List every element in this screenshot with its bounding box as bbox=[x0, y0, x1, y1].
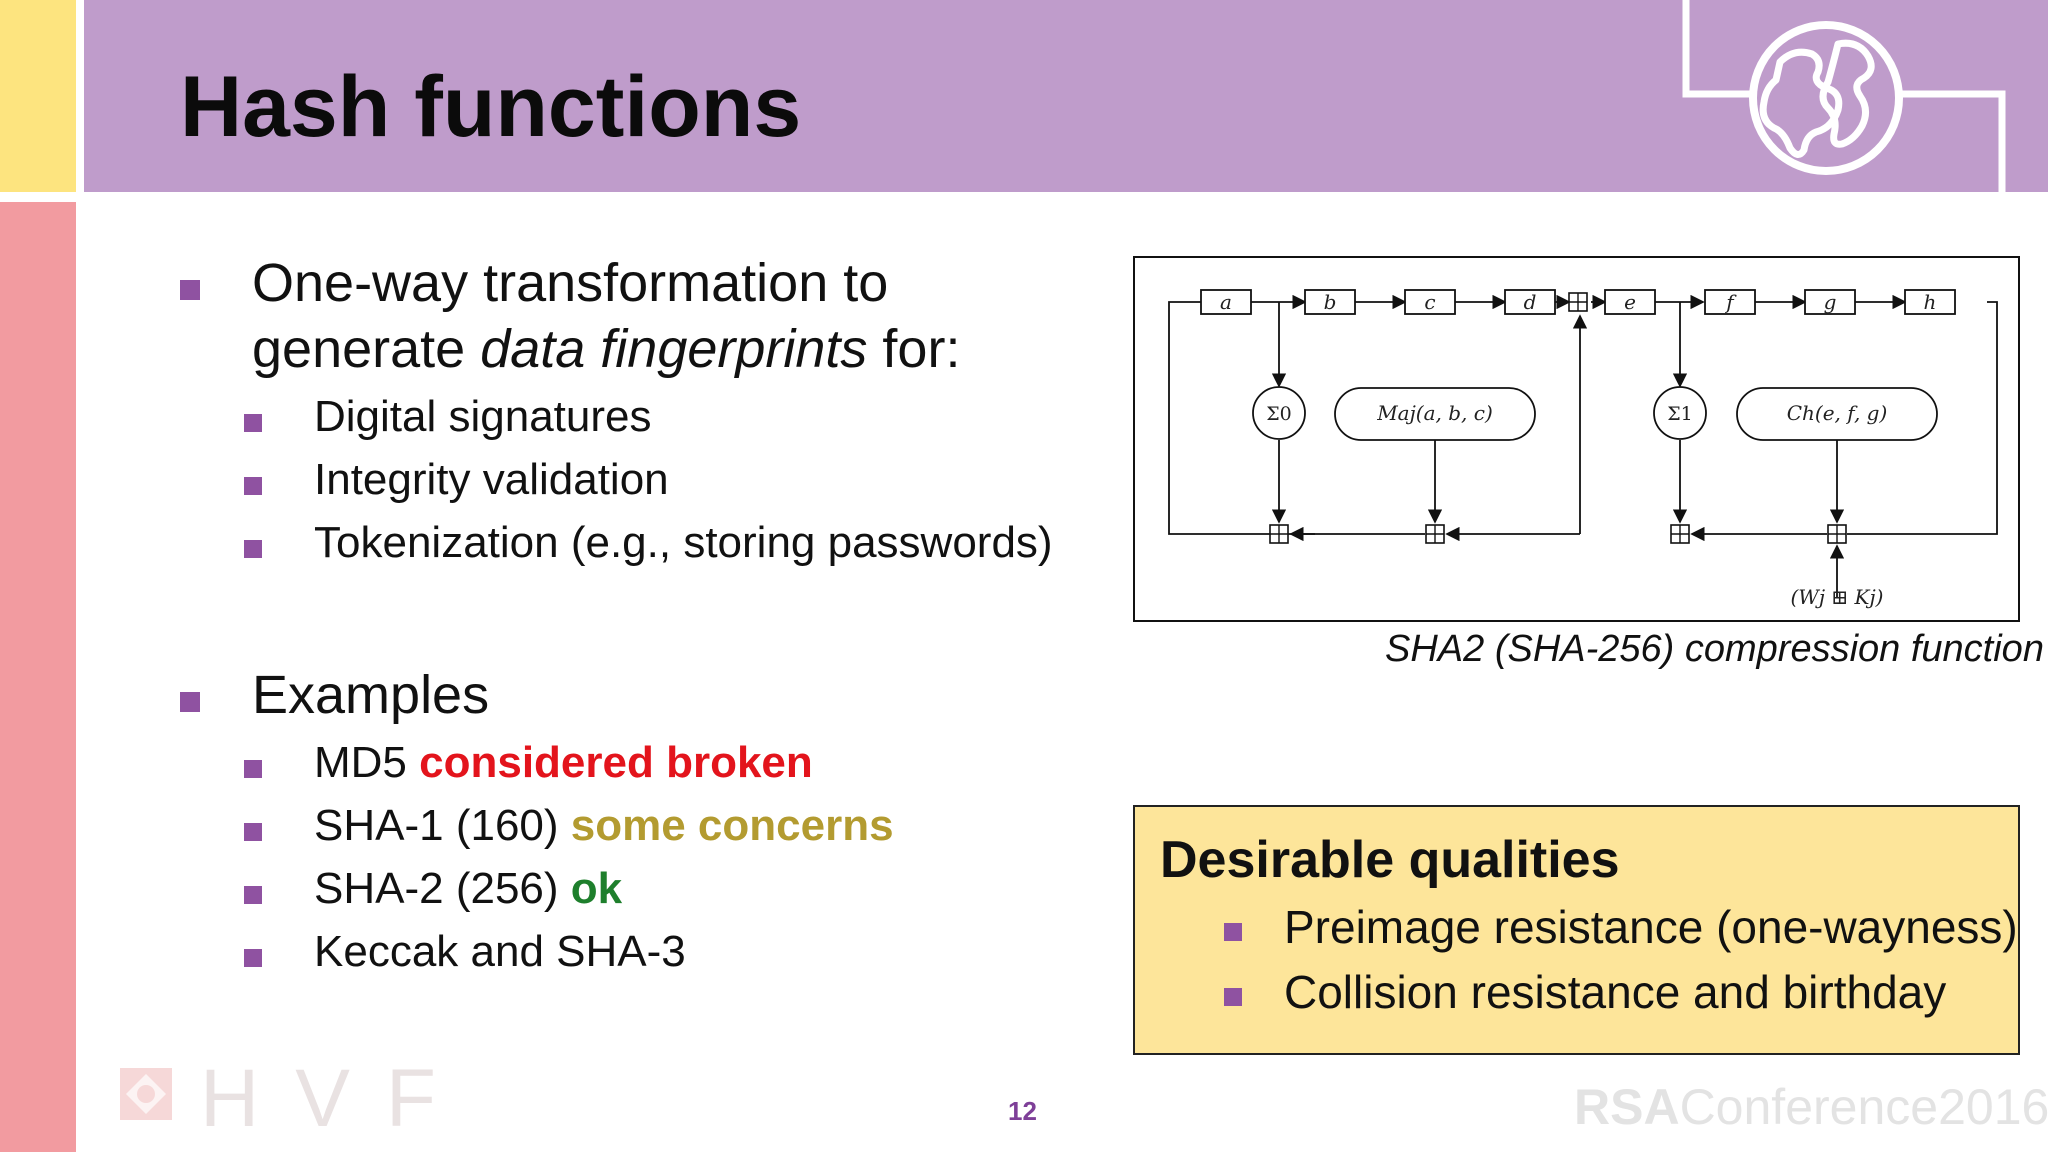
ch-label: Ch(e, f, g) bbox=[1787, 401, 1888, 425]
example-name: MD5 bbox=[314, 738, 420, 787]
bullet-text-line2: generate data fingerprints for: bbox=[252, 318, 960, 380]
register-a: a bbox=[1220, 290, 1232, 314]
wk-input-label: (Wj ⊞ Kj) bbox=[1791, 585, 1884, 609]
rsa-rest: Conference2016 bbox=[1679, 1079, 2048, 1135]
example-item: SHA-1 (160) some concerns bbox=[314, 801, 894, 851]
square-bullet-icon bbox=[244, 886, 262, 904]
rsa-bold: RSA bbox=[1574, 1079, 1680, 1135]
qualities-title: Desirable qualities bbox=[1160, 831, 1620, 889]
example-name: SHA-2 (256) bbox=[314, 864, 571, 913]
square-bullet-icon bbox=[1224, 923, 1242, 941]
square-bullet-icon bbox=[244, 414, 262, 432]
page-number: 12 bbox=[1008, 1096, 1037, 1126]
square-bullet-icon bbox=[244, 477, 262, 495]
status-concerns: some concerns bbox=[570, 801, 894, 850]
bullet-text-line1: One-way transformation to bbox=[252, 253, 889, 313]
register-c: c bbox=[1424, 290, 1435, 314]
sub-bullet-text: Tokenization (e.g., storing passwords) bbox=[314, 518, 1053, 567]
bullet-text-examples: Examples bbox=[252, 665, 490, 725]
square-bullet-icon bbox=[180, 692, 200, 712]
hvf-logo-icon bbox=[120, 1068, 172, 1120]
rsa-conference-logo: RSAConference2016 bbox=[1574, 1078, 2048, 1136]
quality-item: Collision resistance and birthday bbox=[1284, 966, 1947, 1018]
sigma1-label: Σ1 bbox=[1667, 403, 1693, 425]
quality-item: Preimage resistance (one-wayness) bbox=[1284, 901, 2018, 953]
register-g: g bbox=[1824, 290, 1837, 314]
square-bullet-icon bbox=[244, 760, 262, 778]
example-item: SHA-2 (256) ok bbox=[314, 864, 622, 914]
desirable-qualities-box bbox=[1133, 805, 2020, 1055]
globe-icon bbox=[1682, 0, 2006, 200]
square-bullet-icon bbox=[244, 949, 262, 967]
sigma0-label: Σ0 bbox=[1266, 403, 1292, 425]
sub-bullet-text: Digital signatures bbox=[314, 392, 652, 441]
left-pink-strip bbox=[0, 202, 76, 1152]
text-suffix: for: bbox=[867, 319, 961, 379]
register-b: b bbox=[1324, 290, 1337, 314]
register-d: d bbox=[1524, 290, 1537, 314]
square-bullet-icon bbox=[244, 540, 262, 558]
register-h: h bbox=[1924, 290, 1937, 314]
example-item: MD5 considered broken bbox=[314, 738, 813, 788]
diagram-caption: SHA2 (SHA-256) compression function bbox=[1385, 628, 2044, 670]
yellow-corner-block bbox=[0, 0, 76, 192]
text-emphasis: data fingerprints bbox=[480, 319, 868, 379]
example-item: Keccak and SHA-3 bbox=[314, 927, 686, 976]
status-broken: considered broken bbox=[419, 738, 813, 787]
square-bullet-icon bbox=[1224, 988, 1242, 1006]
sub-bullet-text: Integrity validation bbox=[314, 455, 669, 504]
example-name: SHA-1 (160) bbox=[314, 801, 571, 850]
text-prefix: generate bbox=[252, 319, 481, 379]
maj-label: Maj(a, b, c) bbox=[1376, 401, 1493, 425]
status-ok: ok bbox=[570, 864, 623, 913]
square-bullet-icon bbox=[180, 280, 200, 300]
sha256-diagram: a b c d e f g h Σ0 Σ1 Maj(a, b, c) Ch(e,… bbox=[1133, 256, 2020, 622]
sha256-diagram-svg: a b c d e f g h Σ0 Σ1 Maj(a, b, c) Ch(e,… bbox=[1168, 289, 1998, 609]
hvf-logo-text: HVF bbox=[200, 1053, 472, 1144]
register-e: e bbox=[1624, 290, 1636, 314]
slide-title: Hash functions bbox=[180, 59, 802, 155]
square-bullet-icon bbox=[244, 823, 262, 841]
